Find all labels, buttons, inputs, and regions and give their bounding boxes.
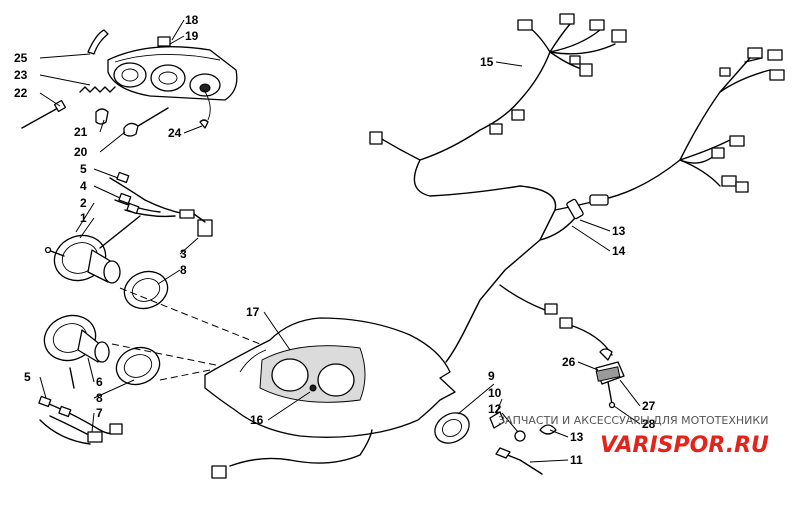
gauge-harness-upper [99, 171, 213, 249]
callout-7: 7 [96, 406, 103, 420]
callout-labels: 18 19 25 23 22 21 20 24 5 4 2 1 3 8 6 8 … [14, 13, 656, 467]
callout-20: 20 [74, 145, 88, 159]
callout-23: 23 [14, 68, 28, 82]
callout-4: 4 [80, 179, 87, 193]
callout-14: 14 [612, 244, 626, 258]
callout-12: 12 [488, 402, 502, 416]
watermark-logo: VARISPOR.RU [600, 433, 769, 458]
callout-25: 25 [14, 51, 28, 65]
callout-8-upper: 8 [180, 263, 187, 277]
harness-connectors-right [711, 47, 785, 193]
callout-17: 17 [246, 305, 260, 319]
headlight-assembly [21, 29, 238, 137]
gauge-bezel-upper [123, 270, 169, 310]
callout-5-upper: 5 [80, 162, 87, 176]
panel-harness [211, 429, 373, 479]
watermark-caption: ЗАПЧАСТИ И АКСЕССУАРЫ ДЛЯ МОТОТЕХНИКИ [498, 414, 768, 427]
gauge-bezel-lower [115, 346, 161, 386]
callout-13-switch: 13 [570, 430, 584, 444]
callout-8-lower: 8 [96, 391, 103, 405]
callout-3: 3 [180, 247, 187, 261]
callout-10: 10 [488, 386, 502, 400]
callout-19: 19 [185, 29, 199, 43]
gauge-harness-lower [38, 395, 123, 445]
instrument-panel [204, 317, 456, 438]
callout-28: 28 [642, 417, 656, 431]
ignition-switch [434, 411, 557, 475]
callout-2: 2 [80, 196, 87, 210]
callout-18: 18 [185, 13, 199, 27]
callout-15: 15 [480, 55, 494, 69]
harness-connectors-top [517, 13, 627, 77]
callout-21: 21 [74, 125, 88, 139]
callout-16: 16 [250, 413, 264, 427]
callout-1: 1 [80, 211, 87, 225]
tachometer-gauge [43, 314, 110, 389]
relay-block [595, 348, 625, 409]
alignment-line-2 [111, 343, 281, 379]
callout-22: 22 [14, 86, 28, 100]
callout-11: 11 [570, 453, 583, 467]
callout-26: 26 [562, 355, 576, 369]
main-wiring-harness [369, 51, 771, 363]
callout-6: 6 [96, 375, 103, 389]
callout-13-harness: 13 [612, 224, 626, 238]
callout-24: 24 [168, 126, 182, 140]
leader-lines [39, 19, 641, 463]
callout-5-lower: 5 [24, 370, 31, 384]
watermark: ЗАПЧАСТИ И АКСЕССУАРЫ ДЛЯ МОТОТЕХНИКИ VA… [498, 414, 769, 458]
speedometer-gauge [44, 234, 121, 284]
callout-9: 9 [488, 369, 495, 383]
callout-27: 27 [642, 399, 656, 413]
